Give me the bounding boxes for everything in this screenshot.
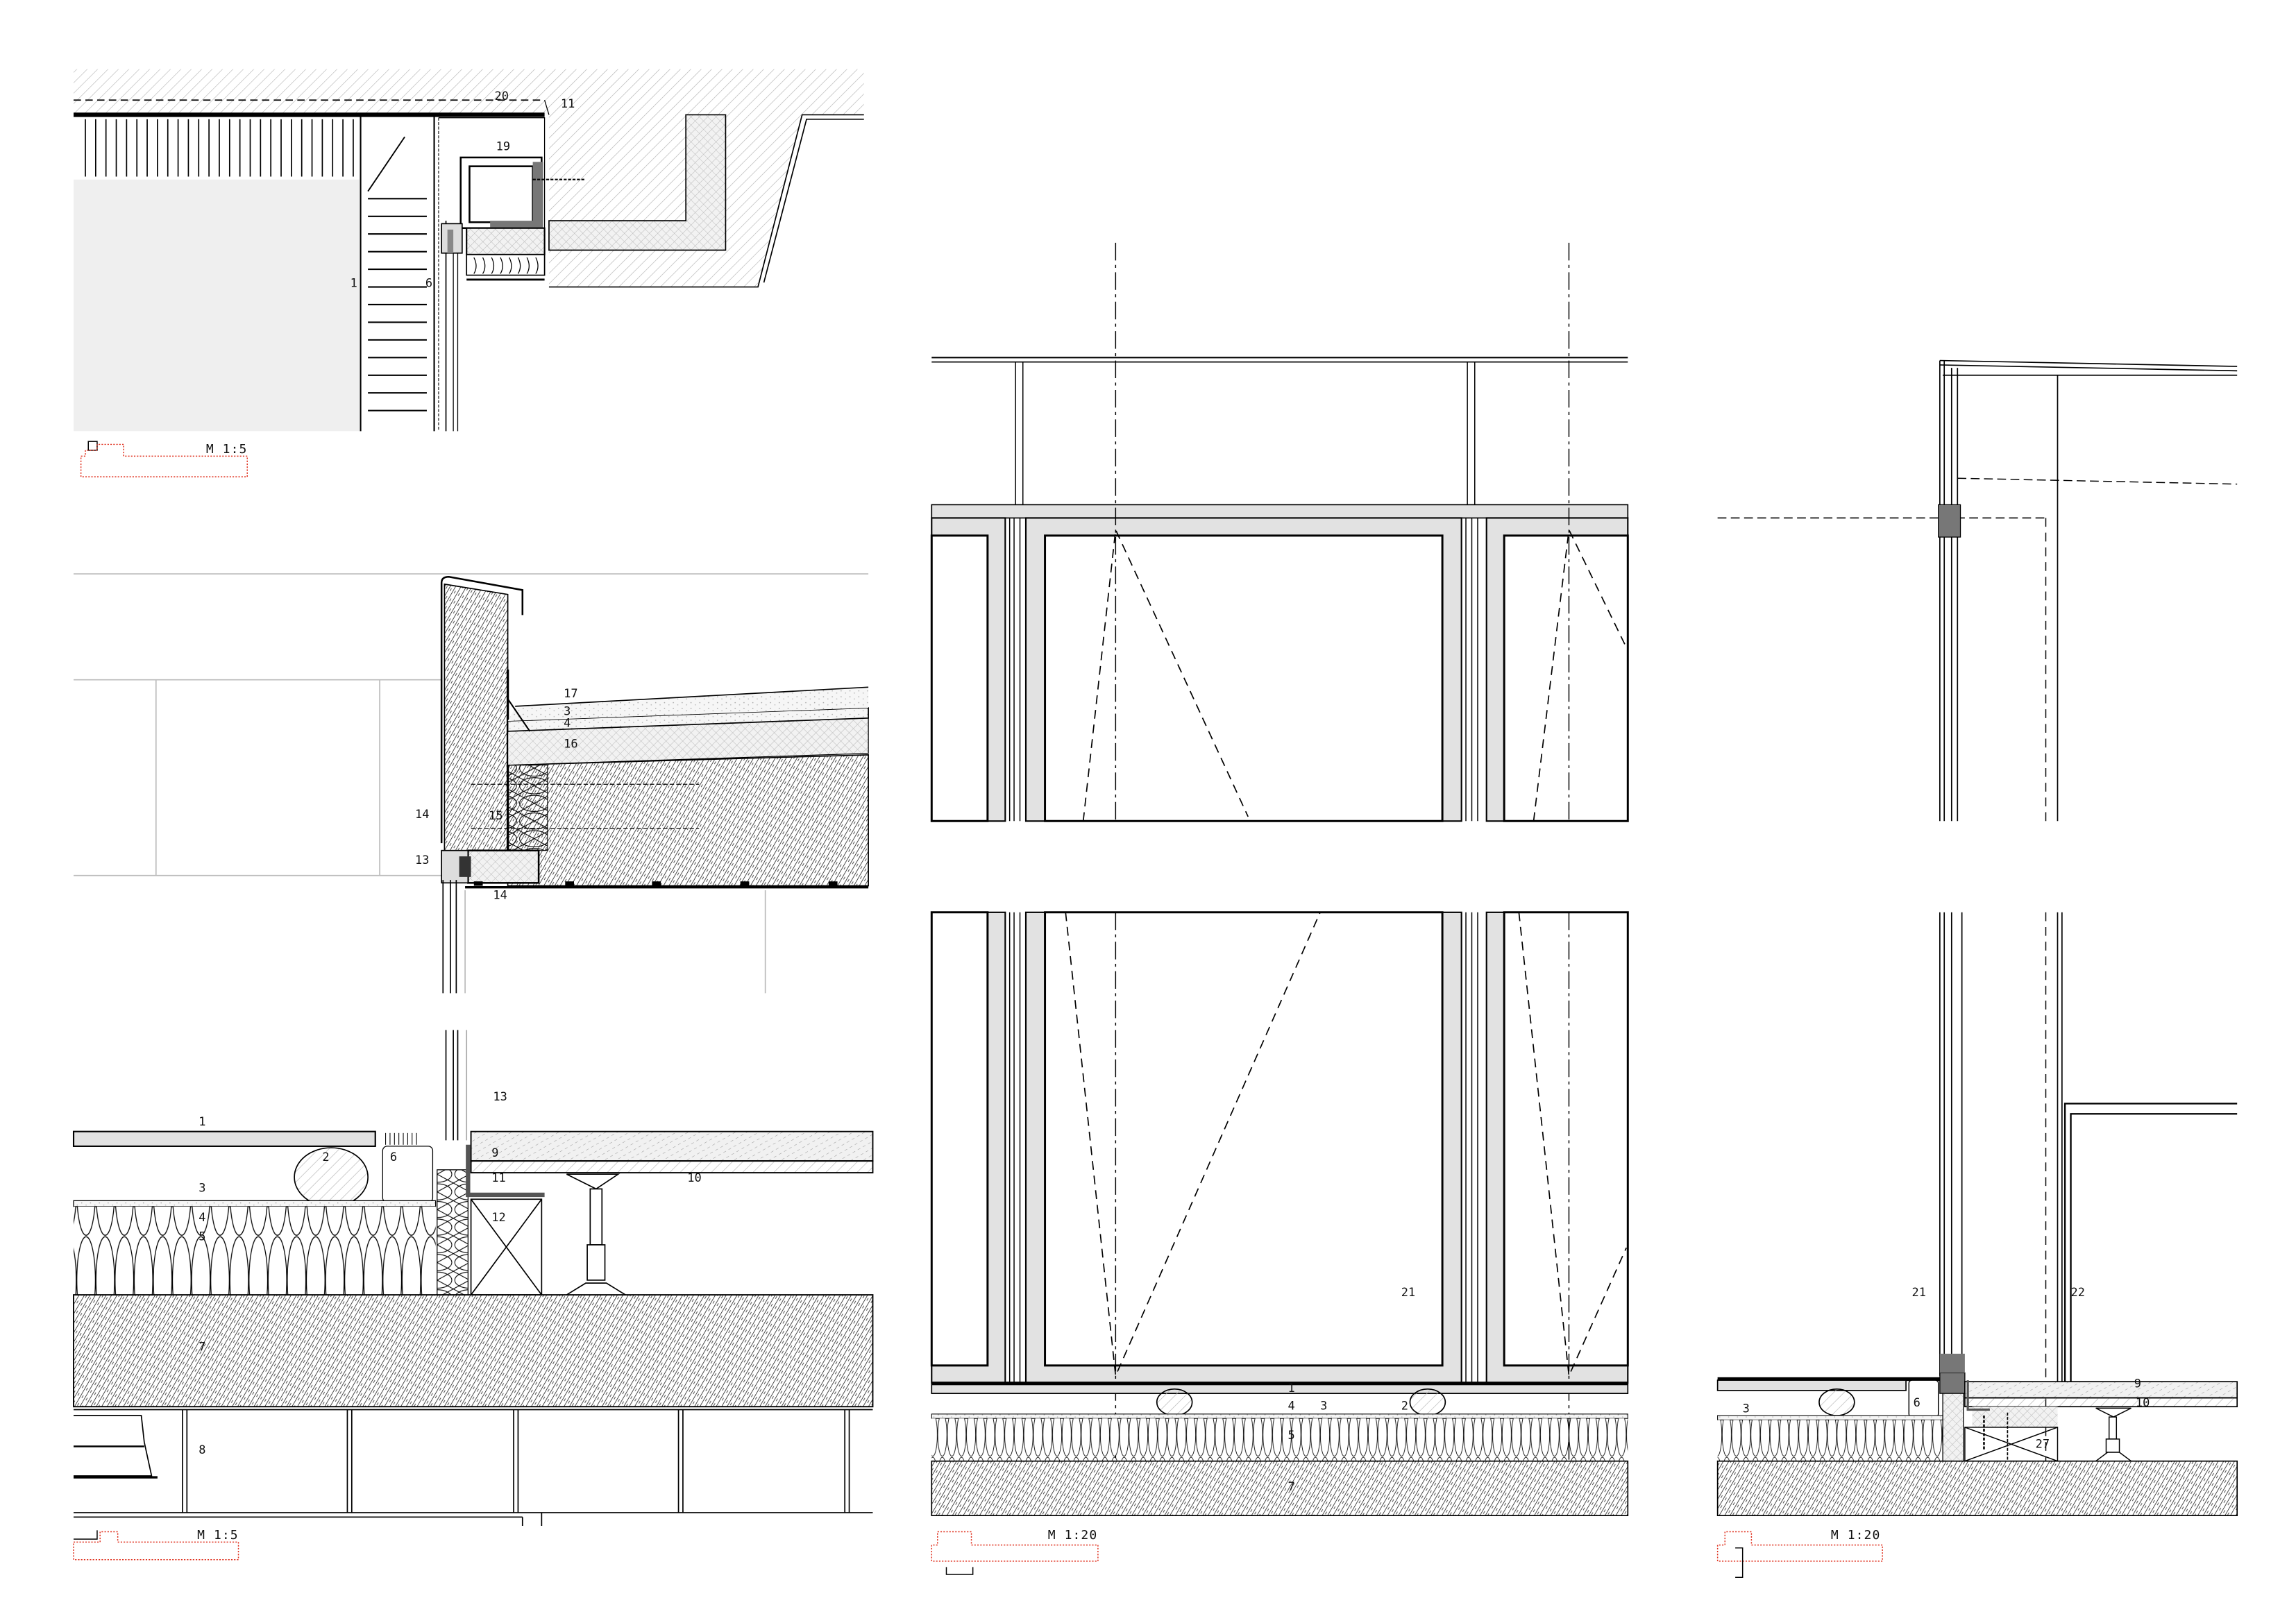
- callout-2: 2: [1401, 1398, 1408, 1412]
- callout-3: 3: [1743, 1402, 1750, 1416]
- roof-slab: [507, 754, 869, 887]
- key-plan: [931, 1531, 1099, 1575]
- concrete-slab-7: [73, 1294, 874, 1408]
- callout-1: 1: [199, 1114, 205, 1128]
- callout-15: 15: [489, 808, 503, 822]
- callout-11: 11: [561, 96, 575, 110]
- callout-14b: 14: [493, 888, 507, 902]
- panel-head-detail: 20 11 19 1 6 M 1:5: [74, 69, 864, 477]
- callout-8: 8: [199, 1443, 205, 1456]
- insulation-l: [548, 114, 727, 251]
- callout-5: 5: [1288, 1428, 1294, 1442]
- timber-block-12: [470, 1198, 543, 1295]
- callout-17: 17: [564, 686, 577, 700]
- pedestal: [566, 1173, 626, 1295]
- callout-4: 4: [199, 1210, 205, 1224]
- interior-wall: [74, 179, 360, 432]
- floor-tile-1: [1716, 1379, 1907, 1391]
- callout-3: 3: [564, 704, 571, 718]
- panel-parapet-detail: 17 3 4 16 14 15 13 14: [74, 573, 869, 994]
- callout-1: 1: [351, 276, 357, 290]
- callout-14: 14: [415, 807, 429, 821]
- window-frame-right: [2063, 1103, 2238, 1384]
- insulation: [1717, 1420, 1943, 1461]
- pedestal: [2095, 1407, 2132, 1462]
- wool-strip: [507, 765, 548, 851]
- parapet-flashing: [440, 576, 524, 844]
- callout-2: 2: [322, 1150, 329, 1164]
- callout-4: 4: [564, 716, 571, 730]
- callout-10: 10: [2136, 1395, 2150, 1409]
- mullion: [442, 880, 457, 994]
- concrete-slab: [1716, 1460, 2238, 1517]
- substructure: [74, 1409, 873, 1527]
- board-10: [470, 1160, 874, 1174]
- callout-22: 22: [2071, 1285, 2085, 1299]
- floor-slab-9: [470, 1130, 874, 1162]
- scale-label: M 1:5: [197, 1528, 239, 1543]
- callout-16: 16: [564, 736, 577, 750]
- board-10: [1964, 1397, 2238, 1408]
- key-plan: [1716, 1531, 1883, 1578]
- callout-7: 7: [1288, 1479, 1294, 1493]
- callout-21: 21: [1912, 1285, 1926, 1299]
- callout-10: 10: [687, 1171, 701, 1184]
- callout-12: 12: [491, 1210, 505, 1224]
- key-plan: [80, 441, 248, 477]
- key-plan: [73, 1530, 239, 1561]
- panel-elevation: 21 1 4 3 2 5 7 M 1:20: [930, 242, 1629, 1575]
- scale-label: M 1:5: [206, 442, 248, 457]
- floor-tile-1: [72, 1130, 376, 1147]
- glazing-frame: [438, 117, 586, 432]
- ceiling-clips: [473, 881, 838, 886]
- callout-9: 9: [491, 1146, 498, 1159]
- callout-3: 3: [1320, 1398, 1327, 1412]
- callout-9: 9: [2134, 1377, 2141, 1391]
- wool-strip: [437, 1169, 469, 1295]
- window-frames: [930, 517, 1629, 1384]
- callout-3: 3: [199, 1181, 205, 1195]
- reference-grid: [74, 573, 869, 994]
- callout-20: 20: [494, 89, 508, 103]
- transom: [931, 504, 1629, 519]
- callout-6: 6: [425, 276, 432, 290]
- insulation-5: [931, 1418, 1628, 1461]
- callout-6: 6: [390, 1150, 397, 1164]
- floor-tile-1: [931, 1384, 1629, 1395]
- callout-7: 7: [199, 1340, 205, 1354]
- reveal-outline: [548, 114, 864, 288]
- insulation-5: [74, 1206, 436, 1295]
- callout-1: 1: [1288, 1381, 1294, 1395]
- membrane-layers: [507, 707, 869, 732]
- opening-direction-lines: [1065, 527, 1627, 1378]
- gravel-17: [507, 687, 869, 722]
- pipe-2: [294, 1147, 369, 1207]
- callout-27: 27: [2036, 1437, 2050, 1451]
- head-beam: [74, 112, 545, 117]
- panel-section: 21 22 3 6 9 10 27 M 1:20: [1716, 359, 2238, 1578]
- ceiling-slats: [85, 119, 354, 177]
- floor-slab-9: [1964, 1381, 2238, 1399]
- callout-5: 5: [199, 1230, 205, 1243]
- callout-13: 13: [415, 853, 429, 867]
- concrete-slab-7: [931, 1460, 1629, 1517]
- callout-11: 11: [491, 1171, 505, 1184]
- panel-floor-threshold-detail: 13 1 2 6 3 4 5 9 10 11 12 7 8 M 1:5: [72, 1030, 874, 1561]
- callout-19: 19: [496, 139, 510, 153]
- scale-label: M 1:20: [1831, 1528, 1880, 1543]
- callout-6: 6: [1914, 1395, 1921, 1409]
- scale-label: M 1:20: [1048, 1528, 1097, 1543]
- callout-13: 13: [493, 1089, 507, 1103]
- callout-21: 21: [1401, 1285, 1415, 1299]
- door-leaf-lines: [368, 198, 427, 411]
- facade-profile: [1939, 360, 1963, 1376]
- callout-4: 4: [1288, 1398, 1294, 1412]
